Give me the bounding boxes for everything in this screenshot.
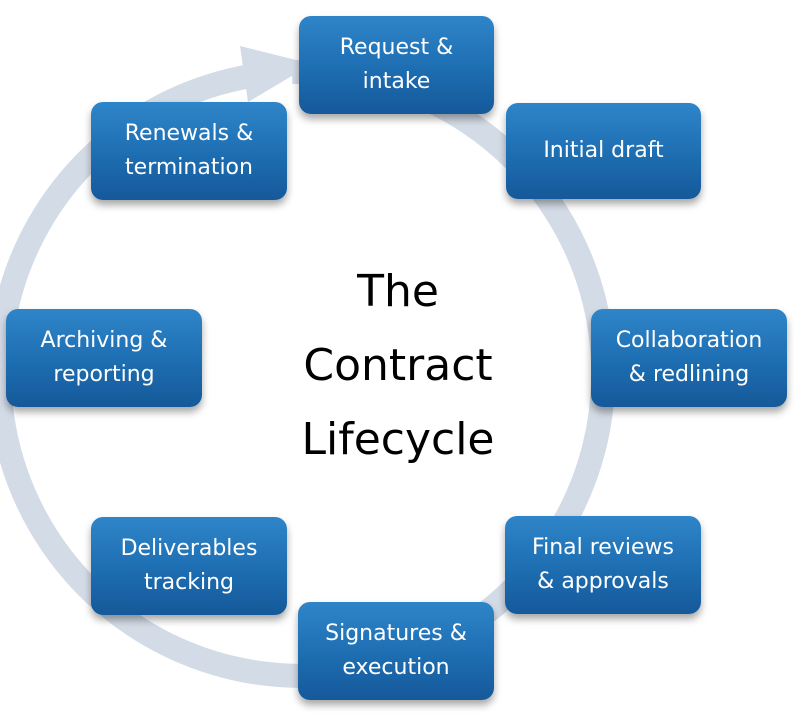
step-label-line: reporting [53,362,155,387]
cycle-arrowhead [240,46,312,102]
step-label-line: execution [342,655,450,680]
step-initial-draft: Initial draft [506,103,701,199]
step-archiving-reporting: Archiving & reporting [6,309,202,407]
diagram-title-line-3: Lifecycle [301,414,495,465]
step-label-line: & approvals [537,569,669,594]
step-collaboration-redlining: Collaboration & redlining [591,309,787,407]
step-label-line: Archiving & [40,328,168,353]
step-label-line: Initial draft [543,138,664,163]
step-final-reviews-approvals: Final reviews & approvals [505,516,701,614]
step-label-line: intake [362,69,431,94]
step-deliverables-tracking: Deliverables tracking [91,517,287,615]
step-label-line: tracking [143,570,234,595]
step-label-line: termination [125,155,253,180]
diagram-title: The Contract Lifecycle [248,255,548,477]
diagram-title-line-1: The [357,266,439,317]
step-label-line: Request & [339,35,454,60]
step-signatures-execution: Signatures & execution [298,602,494,700]
step-label-line: Collaboration [615,328,763,353]
step-label-line: Deliverables [120,536,258,561]
step-label-line: Signatures & [325,621,467,646]
step-request-intake: Request & intake [299,16,494,114]
step-label-line: Final reviews [532,535,674,560]
step-label-line: Renewals & [124,121,254,146]
diagram-title-line-2: Contract [303,340,493,391]
step-label-line: & redlining [628,362,750,387]
step-renewals-termination: Renewals & termination [91,102,287,200]
